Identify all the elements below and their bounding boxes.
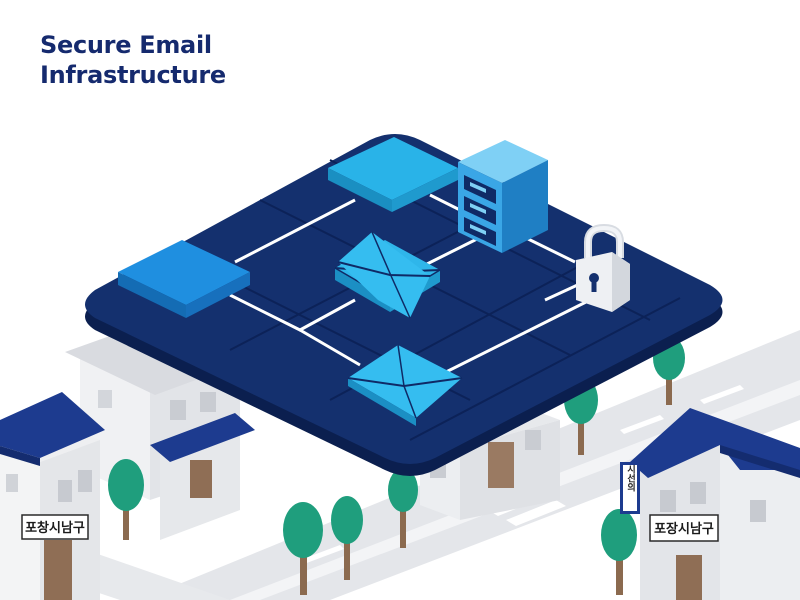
roof-left-house [0,392,105,458]
trees [108,336,685,595]
sign-left: 포창시남구 [21,514,89,540]
house-left-garage [150,413,255,540]
house-right [630,408,800,600]
server-rack-icon [458,140,548,253]
sign-vertical-text: 시선의 [625,464,635,492]
sign-vertical: 시선의 [620,462,640,514]
tree [388,468,418,548]
lane-marks [300,385,744,564]
tree [108,459,144,540]
title-line-2: Infrastructure [40,61,226,89]
title-line-1: Secure Email [40,31,212,59]
tree [283,502,323,595]
node-tile-top [328,137,458,212]
node-tile-left [118,240,250,318]
sign-right: 포장시남구 [649,514,719,542]
envelope-icon [347,344,463,426]
tree [601,509,637,595]
envelope-icon-upright [337,231,431,319]
sign-right-text: 포장시남구 [654,521,714,537]
tree [331,496,363,580]
house-left [0,392,105,600]
network-platform [85,134,723,476]
padlock-icon [576,223,630,312]
page-title: Secure Email Infrastructure [40,30,226,90]
sign-left-text: 포창시남구 [25,520,85,536]
